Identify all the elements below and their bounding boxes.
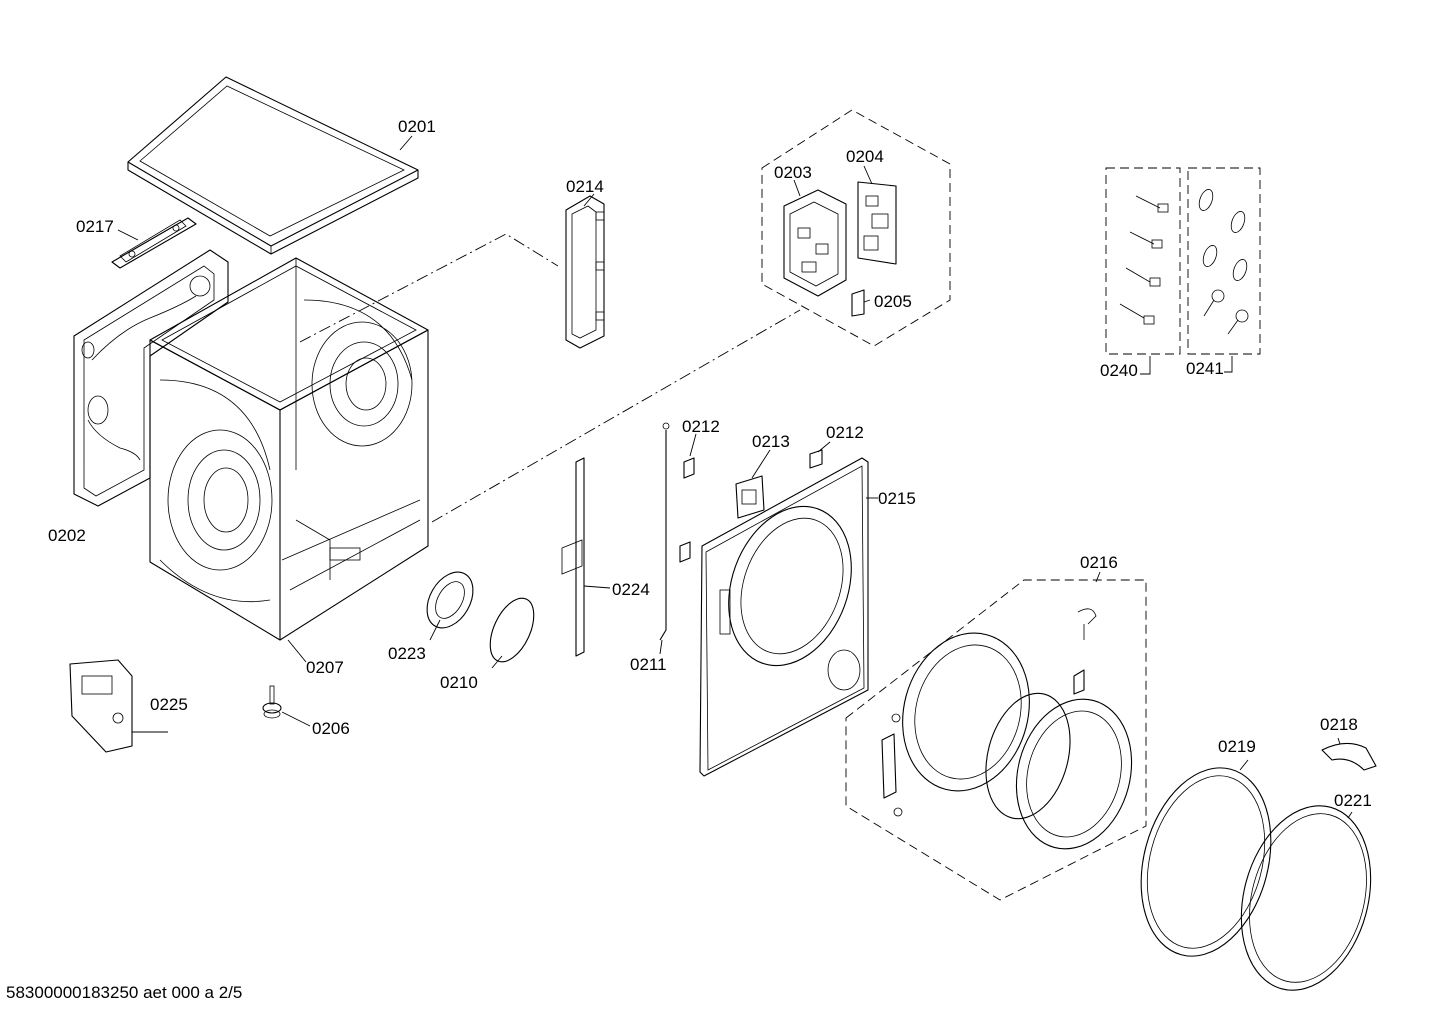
part-0210-disc (489, 597, 535, 663)
label-0218: 0218 (1320, 715, 1358, 734)
part-0212-hinge-b (809, 449, 823, 469)
label-0240: 0240 (1100, 361, 1138, 380)
part-0217-bracket (111, 217, 197, 269)
connector-lines (299, 233, 801, 523)
part-0206-foot (262, 685, 282, 719)
label-0217: 0217 (76, 217, 114, 236)
part-0202-rear-panel (73, 249, 229, 507)
label-0201: 0201 (398, 117, 436, 136)
label-0216: 0216 (1080, 553, 1118, 572)
part-0201-top-cover (127, 76, 419, 255)
callout-labels: 0201 0202 0203 0204 0205 0206 0207 0210 … (48, 117, 1372, 810)
label-0221: 0221 (1334, 791, 1372, 810)
group-0240-screws (1105, 167, 1181, 355)
part-door-hinge (881, 713, 903, 817)
part-door-latch (1073, 608, 1097, 695)
part-0214-rail (565, 195, 605, 349)
part-0219-door-ring (1140, 767, 1272, 957)
label-0207: 0207 (306, 658, 344, 677)
part-0223-ring (426, 571, 474, 629)
part-0225-bracket (69, 659, 133, 753)
label-0223: 0223 (388, 644, 426, 663)
label-0211: 0211 (630, 655, 667, 674)
part-0224-strip (561, 457, 585, 657)
label-0206: 0206 (312, 719, 350, 738)
label-0203: 0203 (774, 163, 812, 182)
part-door-outer-ring (1015, 698, 1133, 850)
leader-lines (117, 135, 1353, 819)
part-0204-board (857, 181, 897, 265)
label-0213: 0213 (752, 432, 790, 451)
label-0202: 0202 (48, 526, 86, 545)
part-0212-hinge-a (683, 457, 695, 479)
label-0205: 0205 (874, 292, 912, 311)
label-0224: 0224 (612, 580, 650, 599)
group-0216-door (845, 579, 1147, 901)
part-0211-cable (659, 422, 670, 641)
part-0213-latch (735, 475, 765, 519)
group-control-module (761, 109, 951, 347)
group-0241-clips (1187, 167, 1261, 355)
part-0218-handle (1321, 742, 1377, 771)
label-0210: 0210 (440, 673, 478, 692)
footer-document-id: 58300000183250 aet 000 a 2/5 (6, 983, 242, 1002)
part-0207-cabinet (149, 257, 429, 641)
part-0205-cap (851, 289, 865, 317)
part-door-glass (985, 692, 1071, 820)
part-0203-module (783, 189, 847, 297)
label-0215: 0215 (878, 489, 916, 508)
label-0225: 0225 (150, 695, 188, 714)
label-0214: 0214 (566, 177, 604, 196)
label-0204: 0204 (846, 147, 884, 166)
part-door-inner-frame (902, 632, 1030, 792)
label-0241: 0241 (1186, 359, 1224, 378)
part-0215-front-panel (699, 457, 869, 777)
label-0219: 0219 (1218, 737, 1256, 756)
label-0212-a: 0212 (682, 417, 720, 436)
part-0212-hinge-c (679, 541, 691, 563)
label-0212-b: 0212 (826, 423, 864, 442)
part-0221-door-trim (1240, 805, 1372, 991)
